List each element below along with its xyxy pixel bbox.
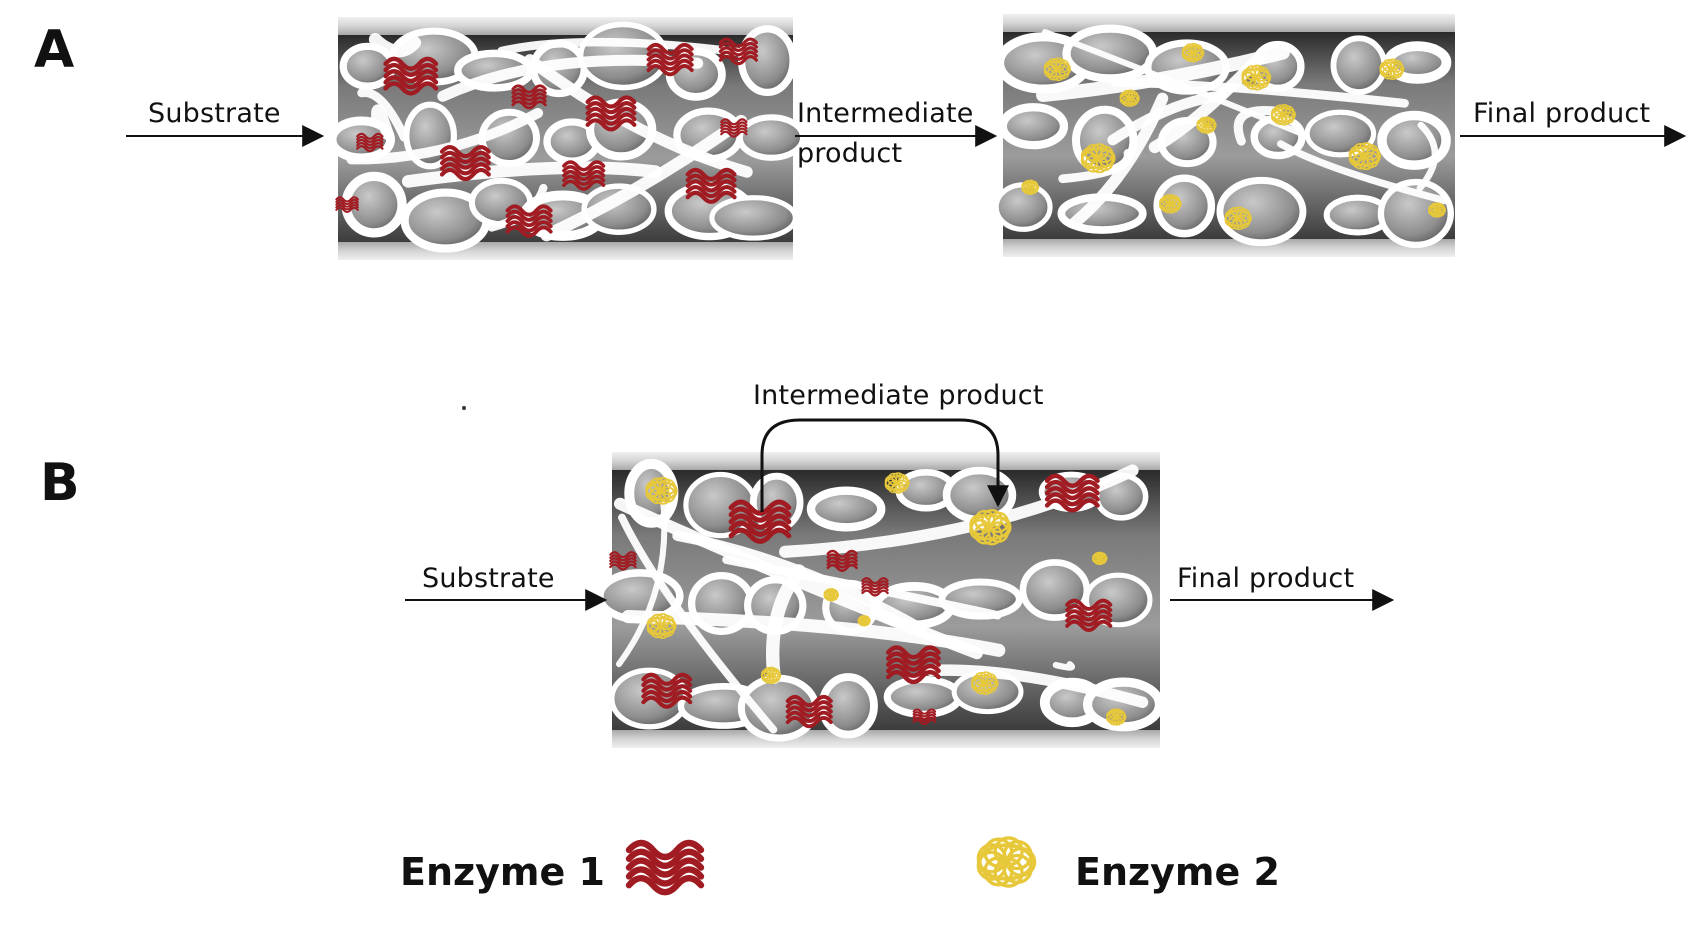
enzyme1-cluster [356,132,384,153]
enzyme1-cluster [505,204,553,238]
enzyme1-cluster [641,672,693,709]
enzyme1-cluster [885,645,941,685]
enzyme2-cluster [760,666,782,685]
enzyme2-cluster [1119,89,1140,108]
legend-enzyme1-label: Enzyme 1 [400,850,605,894]
enzyme2-cluster [645,476,678,505]
enzyme2-cluster [1270,104,1296,126]
enzyme1-cluster [826,549,858,572]
label-substrate-a: Substrate [148,98,281,129]
enzyme1-cluster [439,145,491,182]
enzyme2-cluster [976,836,1037,888]
enzyme1-cluster [625,839,705,896]
enzyme1-cluster [646,42,694,77]
legend-enzyme1-icon [625,839,705,896]
enzyme1-cluster [383,56,439,96]
enzyme1-cluster [1065,598,1113,633]
enzyme2-cluster [857,615,871,627]
enzyme2-cluster [1159,194,1182,214]
label-substrate-b: Substrate [422,563,555,594]
enzyme2-cluster [884,472,910,494]
enzyme2-cluster [1043,57,1072,82]
label-intermediate-b: Intermediate product [753,380,1044,411]
enzyme2-cluster [1224,206,1252,231]
enzyme1-cluster [861,577,889,597]
scaffold-tube-a1 [327,17,807,260]
enzyme2-cluster [646,613,677,639]
label-intermediate-a-line2: product [797,138,903,169]
enzyme2-cluster [971,671,999,696]
enzyme1-cluster [728,499,792,544]
enzyme2-cluster [823,588,840,602]
enzyme2-cluster [1021,179,1040,196]
enzyme2-cluster [1106,708,1127,726]
stray-dot [462,406,466,410]
enzyme1-cluster [912,708,937,726]
arrow-intermediate-b [760,418,1009,512]
legend-enzyme2-icon [976,836,1037,888]
scaffold-tube-b [596,452,1165,748]
legend-enzyme2-label: Enzyme 2 [1075,850,1280,894]
enzyme2-cluster [1196,116,1217,134]
enzyme1-cluster [1044,473,1100,513]
enzyme2-cluster [969,508,1012,546]
label-intermediate-a-line1: Intermediate [797,98,974,129]
label-final-a: Final product [1473,98,1651,129]
enzyme1-cluster [718,37,758,66]
enzyme1-cluster [609,551,637,571]
enzyme2-cluster [1181,42,1205,63]
enzyme2-cluster [1428,202,1446,218]
enzyme2-cluster [1348,142,1381,171]
enzyme2-cluster [1080,143,1116,174]
scaffold-tube-a2 [993,14,1455,257]
enzyme2-cluster [1092,551,1108,566]
panel-letter-b: B [40,453,80,513]
enzyme1-cluster [335,196,359,213]
enzyme2-cluster [1241,64,1272,91]
enzyme1-cluster [585,95,637,132]
enzyme1-cluster [511,84,547,110]
enzyme2-cluster [1379,58,1405,81]
label-final-b: Final product [1177,563,1355,594]
enzyme1-cluster [562,160,606,191]
panel-letter-a: A [34,20,75,80]
enzyme1-cluster [685,167,737,204]
enzyme1-cluster [720,118,748,138]
enzyme1-cluster [785,694,833,729]
